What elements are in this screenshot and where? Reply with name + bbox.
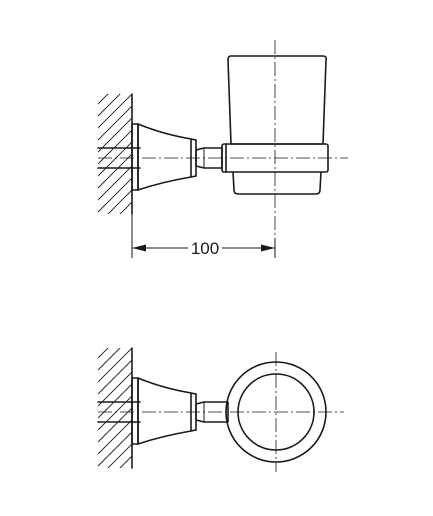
glass-tumbler — [227, 55, 327, 195]
dimension-100: 100 — [131, 214, 276, 258]
wall-hatching-top — [97, 93, 141, 215]
wall-bracket-bottom — [131, 377, 197, 445]
side-elevation-view — [97, 40, 348, 256]
dimension-value: 100 — [191, 239, 219, 258]
wall-bracket-top — [131, 123, 197, 191]
plan-view — [97, 347, 344, 472]
wall-hatching-bottom — [97, 347, 141, 469]
